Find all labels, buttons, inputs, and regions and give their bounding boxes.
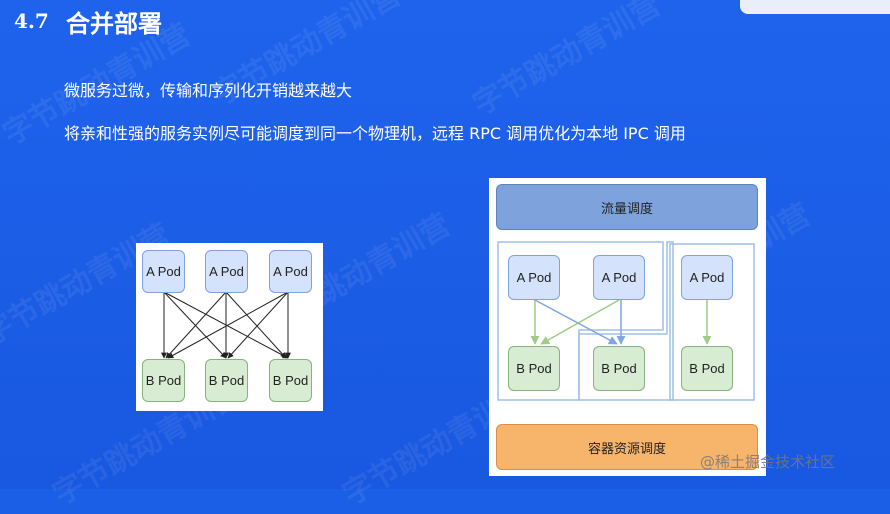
diagram-arrows [161, 291, 291, 359]
pod-a: A Pod [508, 255, 560, 300]
bullet-text: 将亲和性强的服务实例尽可能调度到同一个物理机，远程 RPC 调用优化为本地 IP… [64, 124, 686, 143]
pod-b: B Pod [269, 359, 312, 402]
pod-b: B Pod [142, 359, 185, 402]
diagram-colocated: 流量调度 A Pod A Pod A Pod B Pod B Pod B P [489, 178, 766, 476]
page-title: 合并部署 [66, 10, 162, 38]
call-arrow [163, 291, 227, 359]
call-arrow [227, 291, 289, 359]
traffic-scheduling-band: 流量调度 [496, 184, 758, 230]
pod-a: A Pod [205, 250, 248, 293]
local-call-arrow [540, 299, 620, 345]
pod-b: B Pod [593, 346, 645, 391]
bullet-text: 微服务过微，传输和序列化开销越来越大 [64, 81, 353, 100]
pod-a: A Pod [593, 255, 645, 300]
section-number: 4.7 [14, 9, 49, 33]
resource-scheduling-band: 容器资源调度 [496, 424, 758, 470]
pod-a: A Pod [269, 250, 312, 293]
source-credit: @稀土掘金技术社区 [700, 453, 836, 471]
diagram-all-to-all: A Pod A Pod A Pod B Pod B Pod B Pod [136, 243, 323, 411]
pod-a: A Pod [681, 255, 733, 300]
pod-b: B Pod [205, 359, 248, 402]
host-group-outline [497, 241, 664, 401]
watermark: 字节跳动青训营 [467, 0, 667, 123]
pod-a: A Pod [142, 250, 185, 293]
pod-b: B Pod [681, 346, 733, 391]
call-arrow [165, 291, 227, 359]
remote-call-arrow [534, 299, 618, 345]
pod-b: B Pod [508, 346, 560, 391]
call-arrow [225, 291, 287, 359]
call-arrow [167, 291, 289, 359]
top-tab [740, 0, 890, 14]
diagram-groups [497, 241, 755, 401]
host-group-outline [669, 243, 755, 401]
